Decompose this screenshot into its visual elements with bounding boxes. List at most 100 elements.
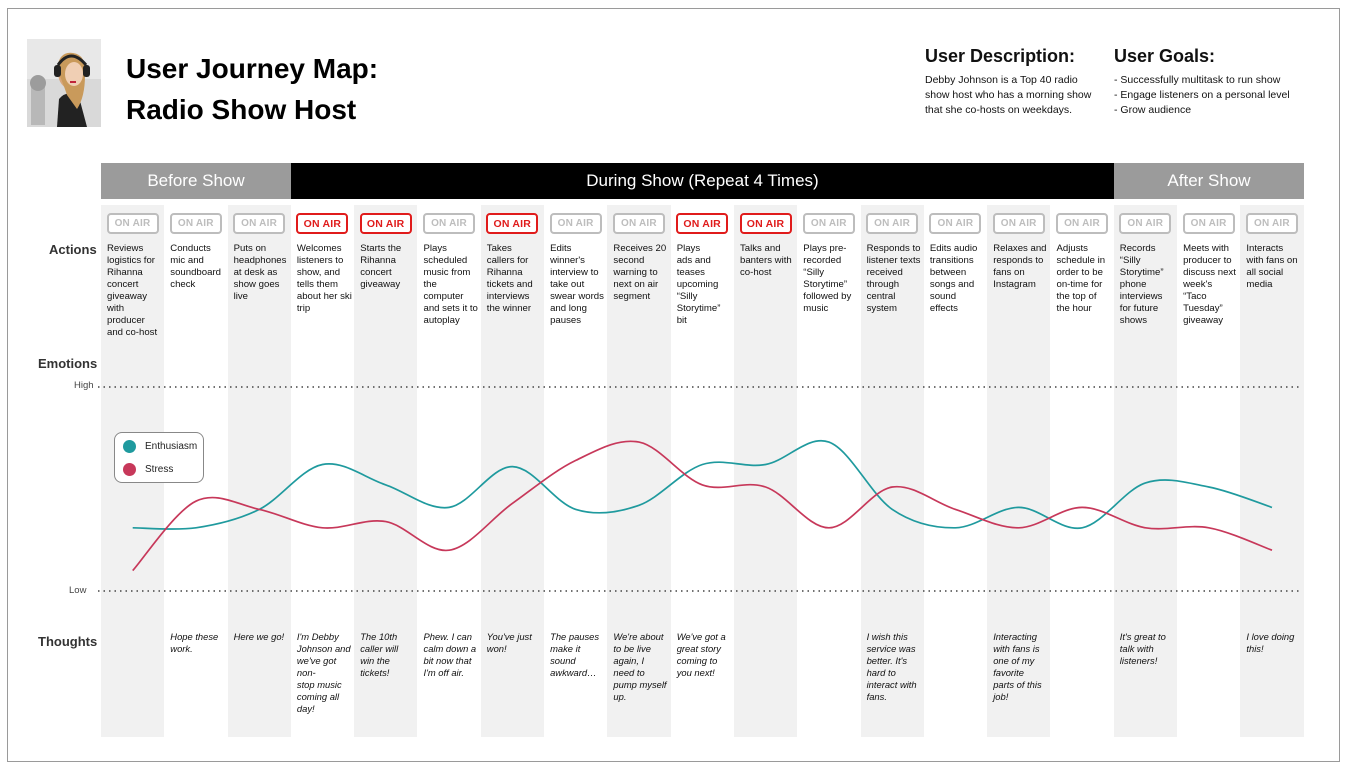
action-line: responds to — [993, 255, 1044, 266]
thought-line: non- — [296, 667, 316, 678]
action-line: bit — [676, 315, 687, 326]
thought-line: The 10th — [360, 631, 398, 642]
action-line: at desk as — [233, 267, 278, 278]
action-line: “Taco — [1183, 291, 1207, 302]
action-line: Rihanna — [107, 267, 143, 278]
on-air-badge: ON AIR — [296, 213, 349, 234]
on-air-badge: ON AIR — [1245, 213, 1298, 234]
thought-line: better. It's — [866, 655, 908, 666]
on-air-badge: ON AIR — [1119, 213, 1172, 234]
thought-line: Interacting — [993, 631, 1037, 642]
thoughts-row-label: Thoughts — [38, 634, 98, 649]
thought-line: calm down a — [423, 643, 477, 654]
page-frame — [7, 8, 1340, 762]
action-line: upcoming — [676, 279, 719, 290]
action-line: soundboard — [170, 267, 221, 278]
actions-row-label: Actions — [49, 242, 97, 257]
step-column-bg — [607, 205, 671, 737]
thought-line: coming to — [676, 655, 718, 666]
action-line: Plays — [676, 243, 701, 254]
action-line: and long — [550, 303, 587, 314]
step-column-bg — [1113, 205, 1178, 737]
action-line: music — [803, 303, 829, 314]
user-goal-item: - Engage listeners on a personal level — [1114, 89, 1290, 101]
thought-line: tickets! — [360, 667, 390, 678]
action-line: teases — [676, 267, 705, 278]
step-column-bg — [987, 205, 1051, 737]
on-air-badge: ON AIR — [233, 213, 286, 234]
action-line: interviews — [1119, 291, 1163, 302]
thought-line: It's great to — [1119, 631, 1166, 642]
action-line: the — [423, 279, 437, 290]
thought-line: We've got a — [676, 631, 726, 642]
action-line: tells them — [296, 279, 338, 290]
emotion-low-label: Low — [69, 585, 87, 596]
action-line: Welcomes — [296, 243, 342, 254]
thought-line: Hope these — [170, 631, 219, 642]
thought-line: pump myself — [613, 679, 667, 690]
step-column-bg — [480, 205, 545, 737]
action-line: Tuesday” — [1183, 303, 1223, 314]
action-line: songs and — [929, 279, 975, 290]
thought-line: I wish this — [866, 631, 908, 642]
chart-legend: Enthusiasm Stress — [114, 432, 204, 483]
action-line: show goes — [233, 279, 280, 290]
thought-line: Here we go! — [233, 631, 285, 642]
action-line: Rihanna — [486, 267, 523, 278]
action-line: sound — [929, 291, 957, 302]
thought-line: interact with — [866, 679, 917, 690]
action-line: interview to — [550, 267, 599, 278]
on-air-badge: ON AIR — [929, 213, 982, 234]
action-line: with — [107, 303, 125, 314]
on-air-badge: ON AIR — [1056, 213, 1108, 234]
thought-line: up. — [613, 691, 627, 702]
legend-item-stress: Stress — [123, 463, 173, 476]
action-line: Edits — [550, 243, 572, 254]
thought-line: I'm off air. — [423, 667, 465, 678]
step-column-bg — [227, 205, 291, 737]
phase-during-show: During Show (Repeat 4 Times) — [291, 163, 1114, 199]
thought-line: we've got — [296, 655, 337, 666]
thought-line: again, I — [613, 655, 645, 666]
action-line: through — [866, 279, 900, 290]
action-line: swear words — [550, 291, 604, 302]
step-column-bg — [354, 205, 418, 737]
action-line: Edits audio — [929, 243, 978, 254]
action-line: schedule in — [1056, 255, 1106, 266]
action-line: order to be — [1056, 267, 1103, 278]
action-line: central — [866, 291, 896, 302]
thought-line: favorite — [993, 667, 1024, 678]
action-line: tickets and — [486, 279, 533, 290]
title-line-2: Radio Show Host — [126, 94, 357, 125]
thought-line: to be live — [613, 643, 651, 654]
legend-label-stress: Stress — [145, 464, 174, 475]
on-air-badge: ON AIR — [866, 213, 919, 234]
thought-line: caller will — [360, 643, 399, 654]
action-line: Plays — [423, 243, 447, 254]
action-line: “Silly — [803, 267, 825, 278]
action-line: effects — [929, 303, 958, 314]
action-line: take out — [550, 279, 585, 290]
thought-line: awkward… — [550, 667, 597, 678]
action-line: and co-host — [107, 327, 158, 338]
user-description-line: Debby Johnson is a Top 40 radio — [925, 74, 1078, 86]
action-line: trip — [296, 303, 311, 314]
thought-line: win the — [360, 655, 390, 666]
avatar — [27, 39, 101, 127]
thought-line: Phew. I can — [423, 631, 472, 642]
on-air-badge: ON AIR — [802, 213, 855, 234]
